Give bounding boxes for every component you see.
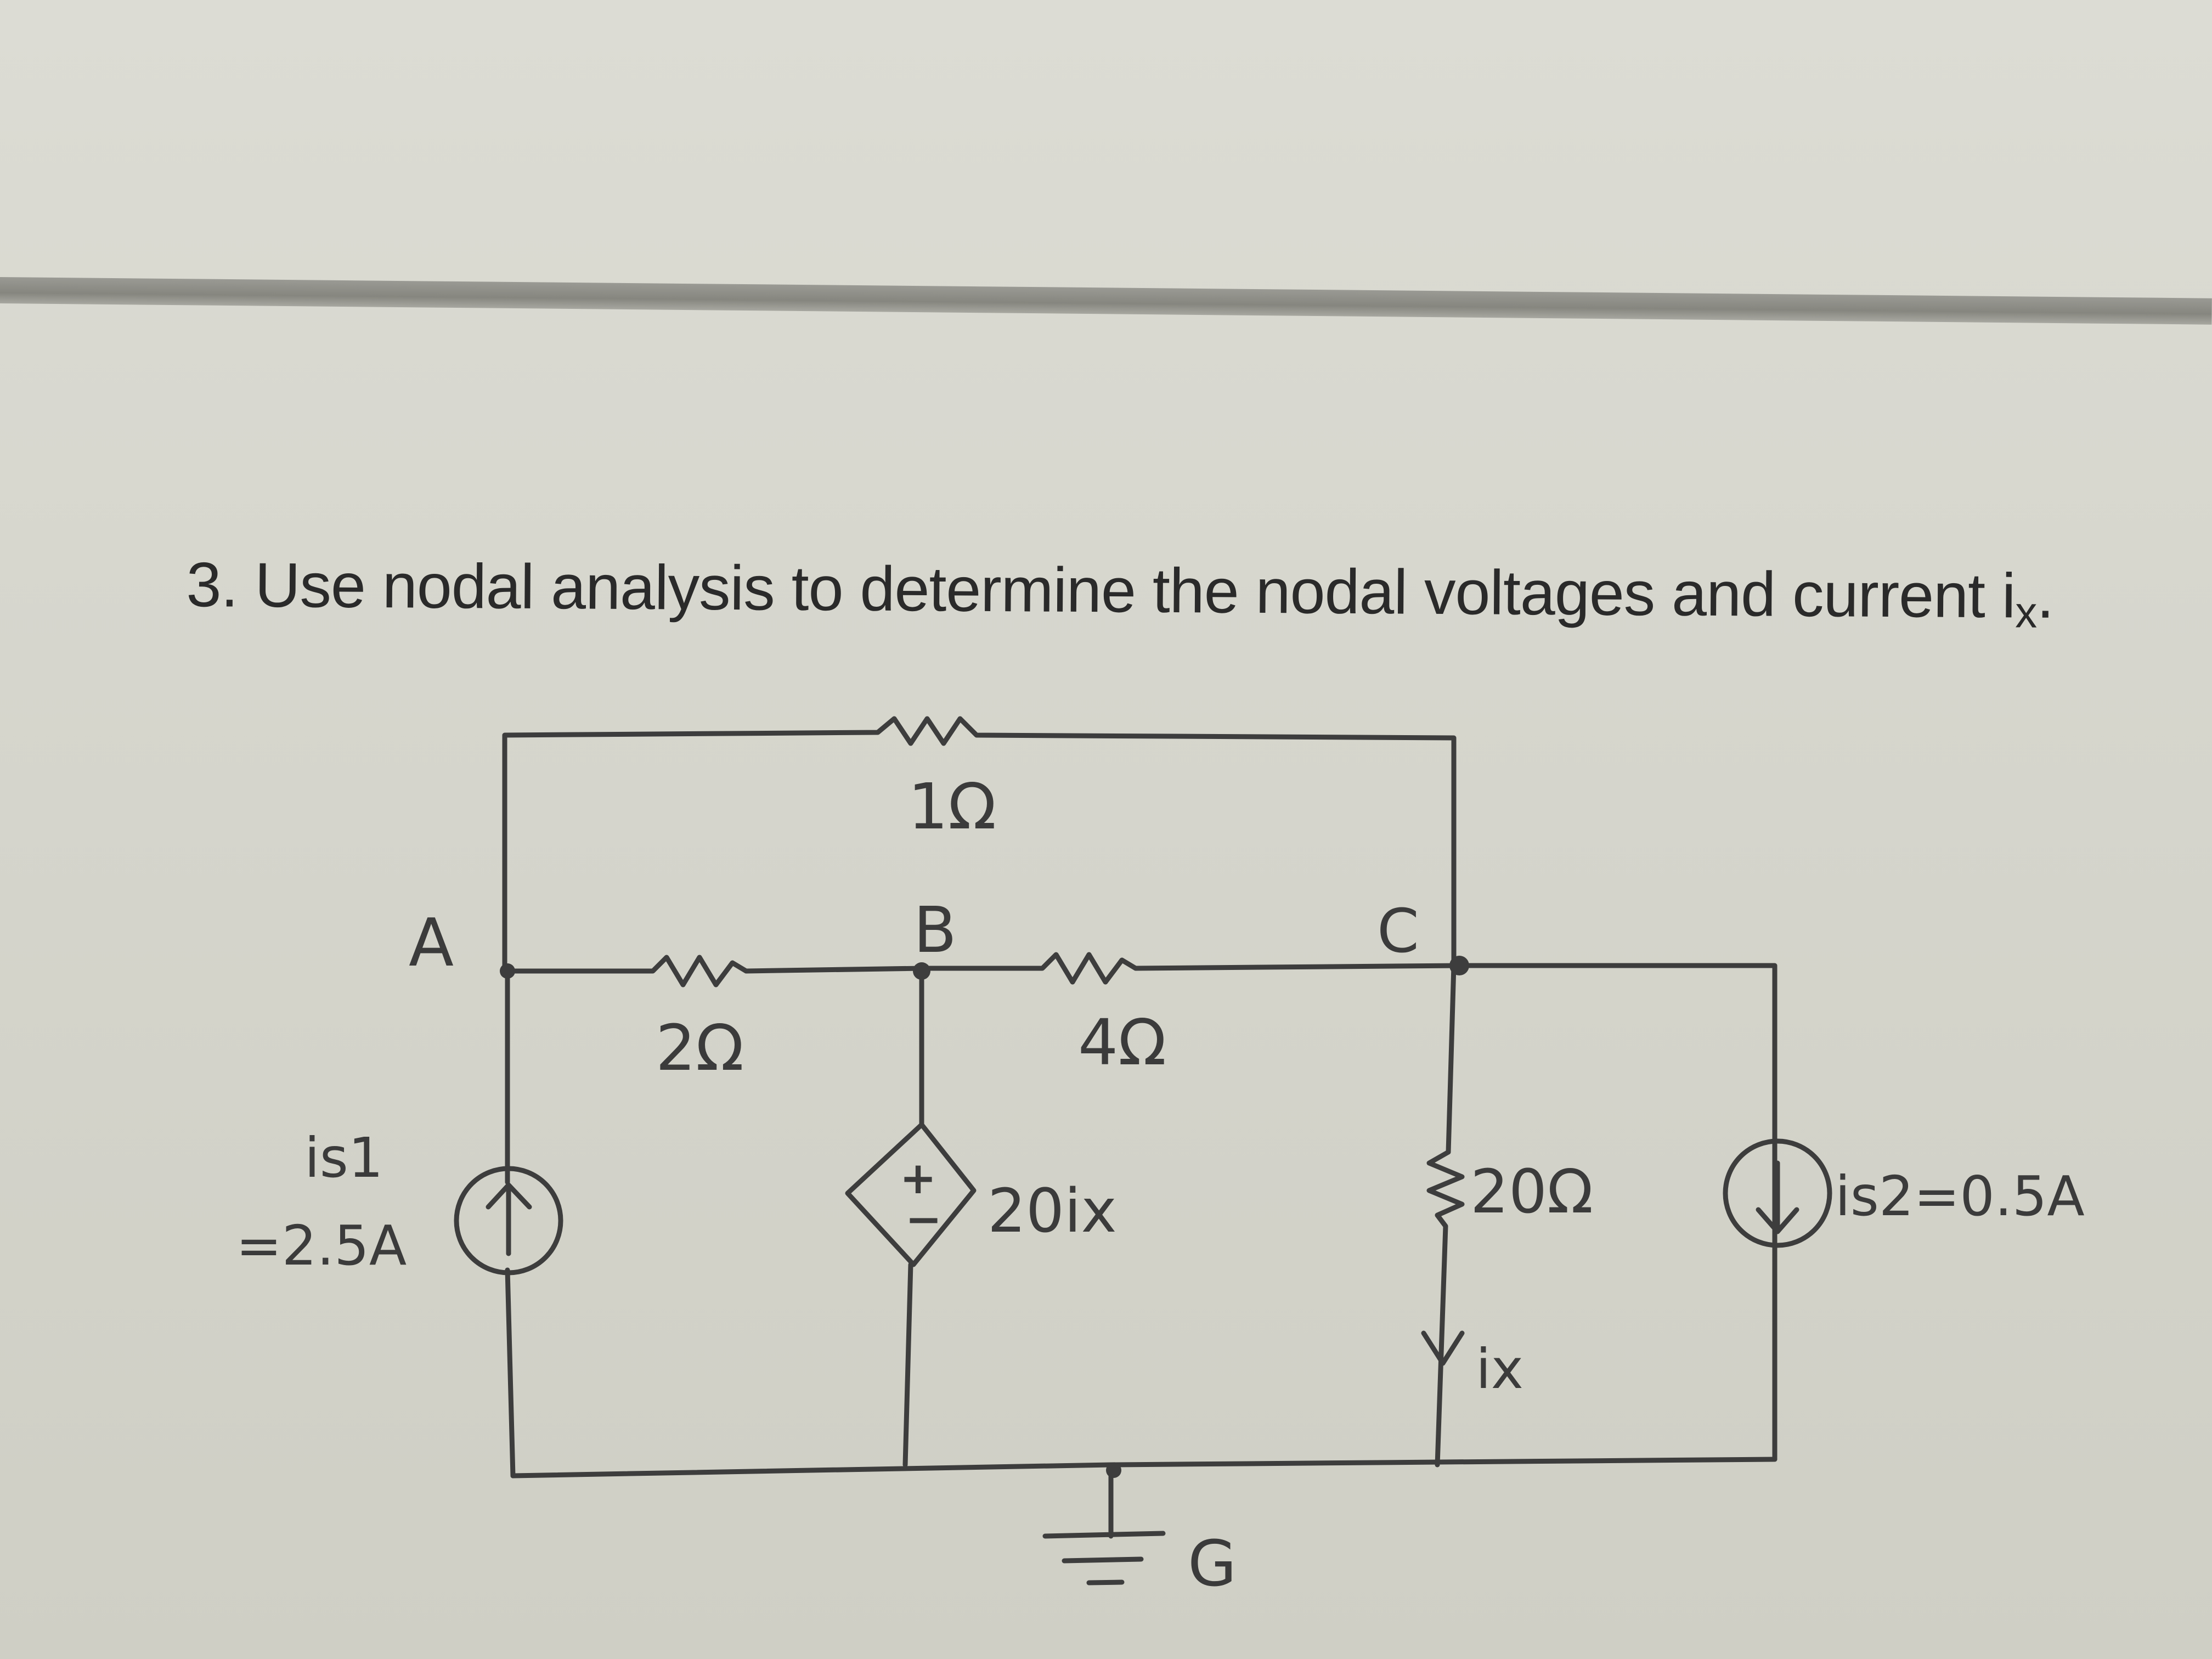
dependent-voltage-source [845, 1122, 977, 1267]
resistor-4ohm-label: 4Ω [1078, 1006, 1166, 1080]
ground-node-dot [1106, 1463, 1121, 1478]
node-c-dot [1449, 956, 1469, 975]
current-source-is1 [454, 1166, 563, 1276]
node-c-wire [1426, 963, 1465, 1468]
is2-label: is2=0.5A [1835, 1164, 2085, 1228]
node-b-wire [902, 966, 924, 1468]
bottom-wire [510, 1457, 1778, 1479]
left-wire [502, 735, 516, 1479]
resistor-20ohm-label: 20Ω [1470, 1156, 1593, 1227]
resistor-1ohm-label: 1Ω [908, 770, 996, 844]
arrow-up-icon [486, 1182, 532, 1256]
ix-label: ix [1476, 1337, 1523, 1401]
top-wire [502, 716, 1457, 968]
dep-source-plus: + [900, 1153, 936, 1204]
arrow-down-icon [1756, 1160, 1799, 1234]
resistor-2ohm-label: 2Ω [656, 1012, 744, 1085]
is1-value-label: =2.5A [236, 1214, 407, 1278]
node-a-dot [500, 963, 515, 979]
node-a-label: A [409, 905, 454, 981]
dep-source-minus: − [905, 1194, 942, 1245]
node-c-label: C [1377, 896, 1419, 966]
middle-wire [505, 952, 1778, 1462]
node-b-dot [913, 962, 930, 980]
is1-name-label: is1 [304, 1126, 383, 1190]
ground-label: G [1188, 1527, 1237, 1601]
dep-source-label: 20ix [988, 1176, 1117, 1246]
current-source-is2 [1723, 1138, 1832, 1248]
ix-arrow-icon [1421, 1330, 1465, 1366]
node-b-label: B [913, 894, 957, 967]
ground-symbol [1042, 1462, 1166, 1585]
